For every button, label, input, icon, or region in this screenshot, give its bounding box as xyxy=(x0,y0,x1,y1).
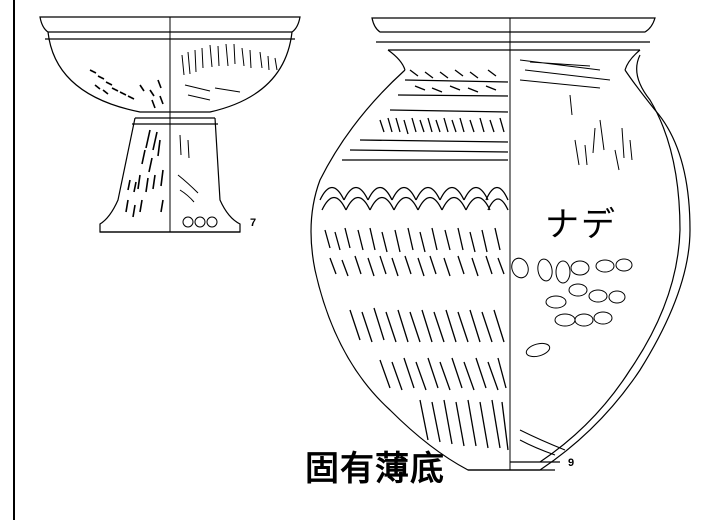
vessel-9-interior-marks xyxy=(511,59,633,456)
vessel-9-rim xyxy=(371,17,656,33)
vessel-7-bowl xyxy=(47,31,293,113)
vessel-9-exterior-hatching xyxy=(319,69,509,451)
figure-number-9: 9 xyxy=(568,457,575,469)
vessel-7-interior-strokes xyxy=(177,43,278,228)
vessel-9 xyxy=(310,17,691,471)
vessel-9-body xyxy=(310,69,691,471)
annotation-nade: ナデ xyxy=(545,205,617,245)
vessel-7 xyxy=(39,16,301,233)
annotation-koyu-usuzoko: 固有薄底 xyxy=(305,449,445,489)
figure-number-7: 7 xyxy=(250,217,257,229)
vessel-7-exterior-hatching xyxy=(89,69,164,218)
